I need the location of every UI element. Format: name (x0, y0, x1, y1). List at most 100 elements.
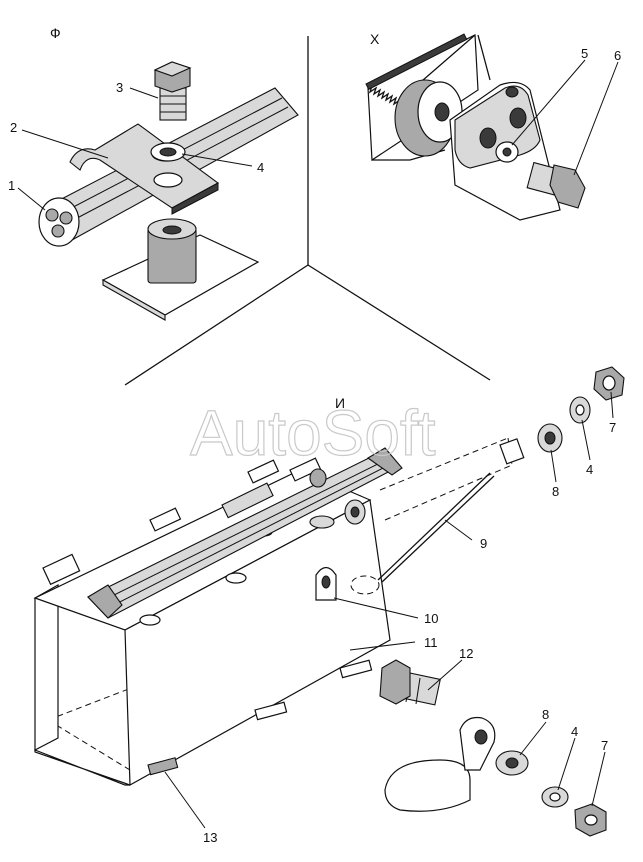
rod-edge (381, 475, 495, 583)
callout-3: 3 (116, 80, 123, 95)
leader-6 (573, 61, 619, 176)
view-label-x: Х (370, 31, 380, 47)
view-x-group (365, 33, 586, 221)
cable-core-3 (51, 224, 65, 238)
flat-washer-top-hole (544, 431, 556, 445)
x-bracket-hole-1 (479, 127, 497, 149)
leader-8a (550, 449, 557, 483)
leader-lines (17, 59, 619, 829)
view-label-f: Ф (50, 25, 61, 41)
leader-1 (17, 187, 46, 211)
leader-10 (333, 597, 419, 619)
rail-eye-1-hole (350, 506, 360, 518)
x-bracket-hole-3 (505, 86, 519, 98)
callout-7b: 7 (601, 738, 608, 753)
leader-4c (557, 737, 576, 791)
x-spacer-hole (434, 102, 450, 122)
view-label-i: И (335, 395, 345, 411)
callout-9: 9 (480, 536, 487, 551)
callout-5: 5 (581, 46, 588, 61)
box-lug-hidden (350, 575, 380, 595)
watermark: AutoSoft (190, 397, 436, 469)
clamp-plate-edge (171, 182, 219, 215)
callout-4a: 4 (257, 160, 264, 175)
bolt-i-head (379, 659, 411, 705)
x-wall-right-edge (477, 34, 491, 81)
rail-end-right (366, 447, 403, 476)
wall-floor-line-right (307, 264, 491, 381)
callout-8a: 8 (552, 484, 559, 499)
box-left-wall (34, 583, 59, 751)
box-top-hole-2 (139, 614, 161, 626)
callout-7a: 7 (609, 420, 616, 435)
cable-core-2 (59, 211, 73, 225)
box-tab-1 (149, 507, 182, 532)
bolt-f-head-top (153, 61, 192, 77)
leader-13 (164, 771, 206, 829)
lock-washer-f-hole (159, 147, 177, 157)
cable-lug-eye-hole (474, 729, 488, 745)
callout-11: 11 (424, 635, 438, 650)
box-hidden-edge-depth (47, 719, 131, 771)
rail-end-left (87, 584, 123, 619)
callout-2: 2 (10, 120, 17, 135)
x-bracket-plate (454, 85, 541, 169)
cable-tube-end (38, 197, 80, 247)
cable-lug-eye (459, 716, 496, 771)
callout-8b: 8 (542, 707, 549, 722)
leader-11 (349, 641, 416, 651)
lock-washer-top-hole (575, 404, 585, 416)
box-tab-3 (289, 457, 322, 482)
wall-floor-line-left (124, 264, 309, 386)
cable-lug-loop (384, 759, 471, 812)
leader-9 (444, 519, 473, 541)
box-tab-2 (247, 459, 280, 484)
rod-sweep-1 (379, 437, 509, 491)
box-lug-hole (321, 575, 331, 589)
callout-12: 12 (459, 646, 473, 661)
callout-13: 13 (203, 830, 217, 845)
leader-7b (591, 751, 606, 807)
box-tab-left (42, 553, 81, 586)
callout-4b: 4 (586, 462, 593, 477)
box-top-hole-1 (225, 572, 247, 584)
view-i-group (33, 366, 625, 837)
rail-block (221, 482, 274, 519)
rod-sweep-2 (384, 464, 513, 521)
callout-4c: 4 (571, 724, 578, 739)
box-bottom-tab-1 (254, 701, 288, 721)
view-f-group (38, 36, 491, 386)
x-bracket-hole-2 (509, 107, 527, 129)
leader-8b (519, 721, 547, 756)
nut-top-hole (602, 375, 616, 391)
leader-12 (427, 659, 463, 691)
rod (377, 472, 491, 581)
callout-10: 10 (424, 611, 438, 626)
rail-eye-2 (309, 468, 327, 488)
x-wall-serrated-edge (365, 33, 468, 91)
lock-washer-bottom-hole (549, 792, 561, 802)
bolt-x-head (549, 164, 586, 209)
rail-nut (309, 515, 335, 529)
cable-core-1 (45, 208, 59, 222)
clamp-plate-hole-lower (153, 172, 183, 188)
rail-bar-line-1 (95, 461, 383, 605)
box-bottom-tab-3 (147, 757, 179, 776)
callout-6: 6 (614, 48, 621, 63)
x-wall-serration (367, 34, 476, 106)
leader-7a (610, 391, 614, 419)
rail-bar-line-2 (101, 465, 388, 612)
nut-bottom-hole (584, 814, 598, 826)
leader-2 (21, 129, 109, 159)
bolt-i-thread-2 (415, 677, 421, 705)
box-bottom-lip (34, 749, 131, 786)
leader-5 (511, 59, 586, 146)
leader-4b (581, 419, 591, 461)
leader-3 (129, 87, 159, 99)
lock-washer-x-hole (502, 147, 512, 157)
callout-1: 1 (8, 178, 15, 193)
standoff-hole (162, 225, 182, 235)
leader-4a (181, 153, 253, 167)
rod-end-fitting (499, 438, 525, 465)
